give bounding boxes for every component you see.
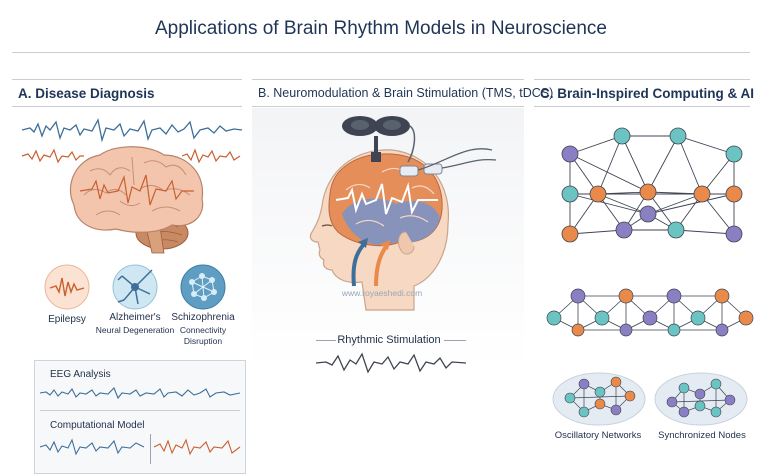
eeg-wave-right-orange	[181, 148, 241, 164]
section-b-divider-top	[252, 79, 524, 80]
disease-epilepsy-label: Epilepsy	[48, 314, 86, 325]
section-a-divider	[12, 106, 242, 107]
watermark-text: www.royaeshedi.com	[341, 288, 423, 298]
eeg-wave-top	[21, 118, 243, 143]
stim-divider-left	[316, 340, 336, 341]
model-wave-separator	[150, 434, 151, 464]
tms-coil-icon	[342, 116, 416, 163]
section-a-heading: A. Disease Diagnosis	[18, 86, 155, 101]
stim-divider-right	[444, 340, 466, 341]
oscillatory-networks-badge	[552, 372, 646, 426]
section-c-heading: C. Brain-Inspired Computing & AI	[540, 86, 754, 101]
oscillatory-networks-label: Oscillatory Networks	[554, 430, 642, 441]
eeg-analysis-label: EEG Analysis	[50, 369, 111, 380]
rhythmic-stimulation-label: Rhythmic Stimulation	[337, 334, 441, 346]
section-c-divider-top	[534, 79, 750, 80]
section-b-heading: B. Neuromodulation & Brain Stimulation (…	[258, 86, 553, 100]
disease-alzheimers-label: Alzheimer's	[109, 312, 161, 323]
section-c-divider	[534, 106, 750, 107]
brain-illustration	[69, 146, 204, 254]
section-b-heading-sub: (TMS, tDCS)	[481, 86, 554, 100]
disease-schizophrenia-detail: Connectivity Disruption	[179, 325, 227, 346]
eeg-panel	[34, 360, 246, 474]
computational-model-label: Computational Model	[50, 420, 145, 431]
eeg-wave-left-orange	[21, 148, 84, 164]
head-stimulation-illustration	[309, 148, 497, 311]
disease-alzheimers-detail: Neural Degeneration	[95, 325, 175, 335]
title-divider	[12, 52, 750, 53]
oscillatory-network-chain	[546, 288, 754, 337]
section-b-divider	[252, 106, 524, 107]
section-a-divider-top	[12, 79, 242, 80]
synchronized-nodes-label: Synchronized Nodes	[658, 430, 746, 441]
eeg-panel-divider	[40, 410, 240, 411]
disease-schizophrenia-label: Schizophrenia	[171, 312, 235, 323]
eeg-analysis-wave	[39, 387, 241, 400]
page-title: Applications of Brain Rhythm Models in N…	[155, 18, 607, 39]
model-wave-blue	[39, 438, 145, 456]
epilepsy-icon	[44, 264, 90, 310]
neural-degeneration-icon	[112, 264, 158, 310]
connectivity-icon	[180, 264, 226, 310]
oscillatory-network-top	[561, 127, 743, 243]
model-wave-orange	[153, 438, 241, 456]
synchronized-nodes-badge	[654, 372, 748, 426]
rhythmic-stimulation-wave	[315, 352, 467, 374]
section-b-heading-main: B. Neuromodulation & Brain Stimulation	[258, 86, 479, 100]
